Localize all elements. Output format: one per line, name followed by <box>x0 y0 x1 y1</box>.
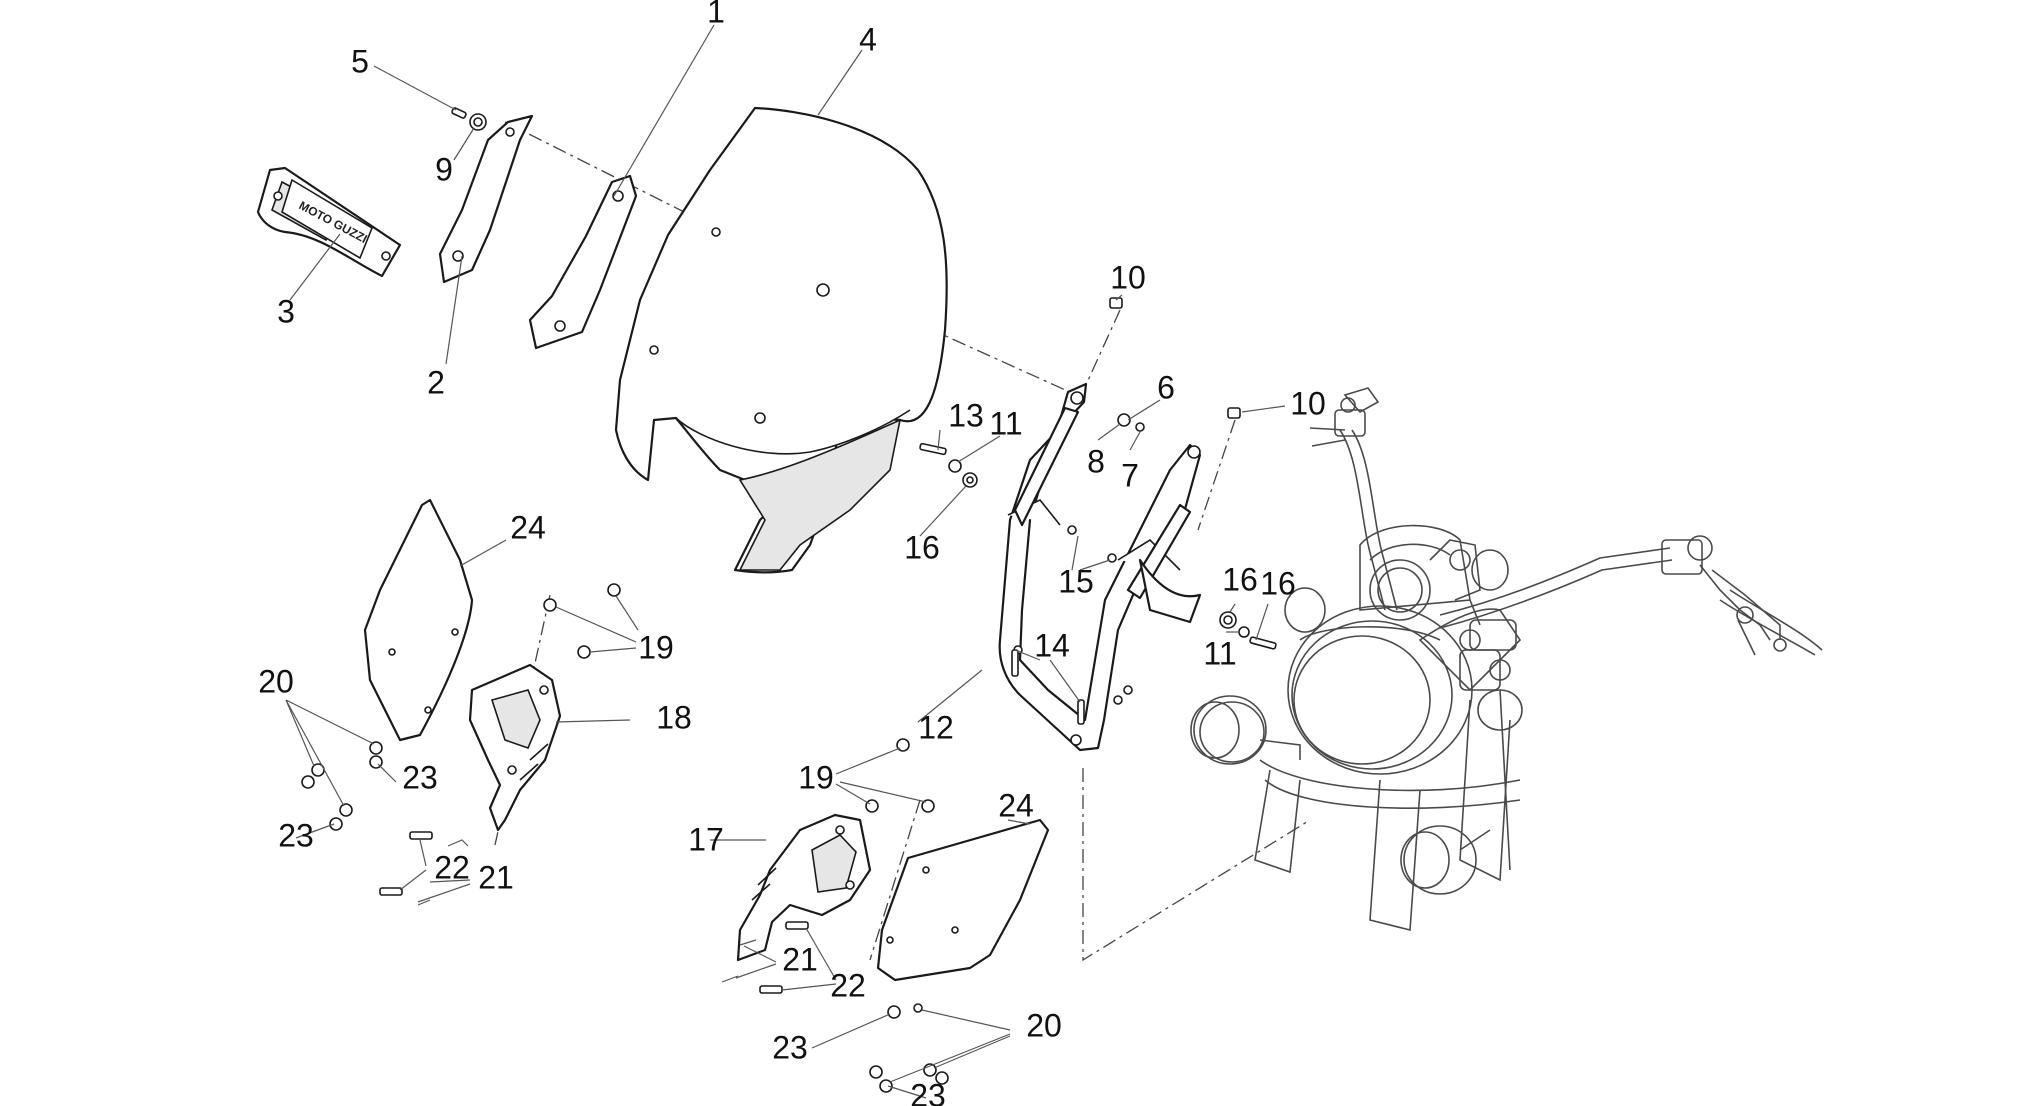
callout-10b: 10 <box>1290 385 1326 421</box>
part-1-bracket <box>528 174 638 350</box>
callout-8: 8 <box>1087 443 1105 479</box>
callout-20b: 20 <box>1026 1007 1062 1043</box>
callout-16c: 16 <box>1260 565 1296 601</box>
callout-4: 4 <box>859 21 877 57</box>
callout-20: 20 <box>258 663 294 699</box>
part-17-deflector-bracket <box>736 813 872 962</box>
callout-7: 7 <box>1121 457 1139 493</box>
callout-16: 16 <box>904 529 940 565</box>
callout-2: 2 <box>427 364 445 400</box>
part-3-brand-plate: MOTO GUZZI <box>256 166 402 278</box>
callout-19b: 19 <box>798 759 834 795</box>
callout-21: 21 <box>478 859 514 895</box>
callout-12: 12 <box>918 709 954 745</box>
callout-1: 1 <box>707 0 725 29</box>
callout-24b: 24 <box>998 787 1034 823</box>
callout-22b: 22 <box>830 967 866 1003</box>
callout-3: 3 <box>277 293 295 329</box>
callout-9: 9 <box>435 151 453 187</box>
callout-17: 17 <box>688 821 724 857</box>
callout-5: 5 <box>351 43 369 79</box>
callout-11b: 11 <box>1203 635 1236 671</box>
callout-21b: 21 <box>782 941 818 977</box>
callout-23c: 23 <box>772 1029 808 1065</box>
callout-18: 18 <box>656 699 692 735</box>
leader-lines <box>285 24 1286 1099</box>
part-24-deflector-right <box>876 818 1050 982</box>
callout-labels: 1 2 3 4 5 6 7 8 9 10 10 11 11 12 13 14 1… <box>258 0 1326 1106</box>
part-2-bracket <box>438 114 534 284</box>
callout-16b: 16 <box>1222 561 1258 597</box>
callout-23d: 23 <box>910 1077 946 1106</box>
motorcycle-front-assembly <box>1190 387 1823 932</box>
part-12-windshield-frame <box>998 382 1202 752</box>
callout-10: 10 <box>1110 259 1146 295</box>
callout-11: 11 <box>989 405 1022 441</box>
callout-24: 24 <box>510 509 546 545</box>
callout-15: 15 <box>1058 563 1094 599</box>
part-18-deflector-bracket <box>468 663 562 832</box>
callout-23: 23 <box>402 759 438 795</box>
callout-6: 6 <box>1157 369 1175 405</box>
callout-23b: 23 <box>278 817 314 853</box>
part-4-windshield <box>614 106 948 574</box>
callout-22: 22 <box>434 849 470 885</box>
callout-13: 13 <box>948 397 984 433</box>
callout-14: 14 <box>1034 627 1070 663</box>
part-24-deflector-left <box>363 498 474 742</box>
callout-19: 19 <box>638 629 674 665</box>
